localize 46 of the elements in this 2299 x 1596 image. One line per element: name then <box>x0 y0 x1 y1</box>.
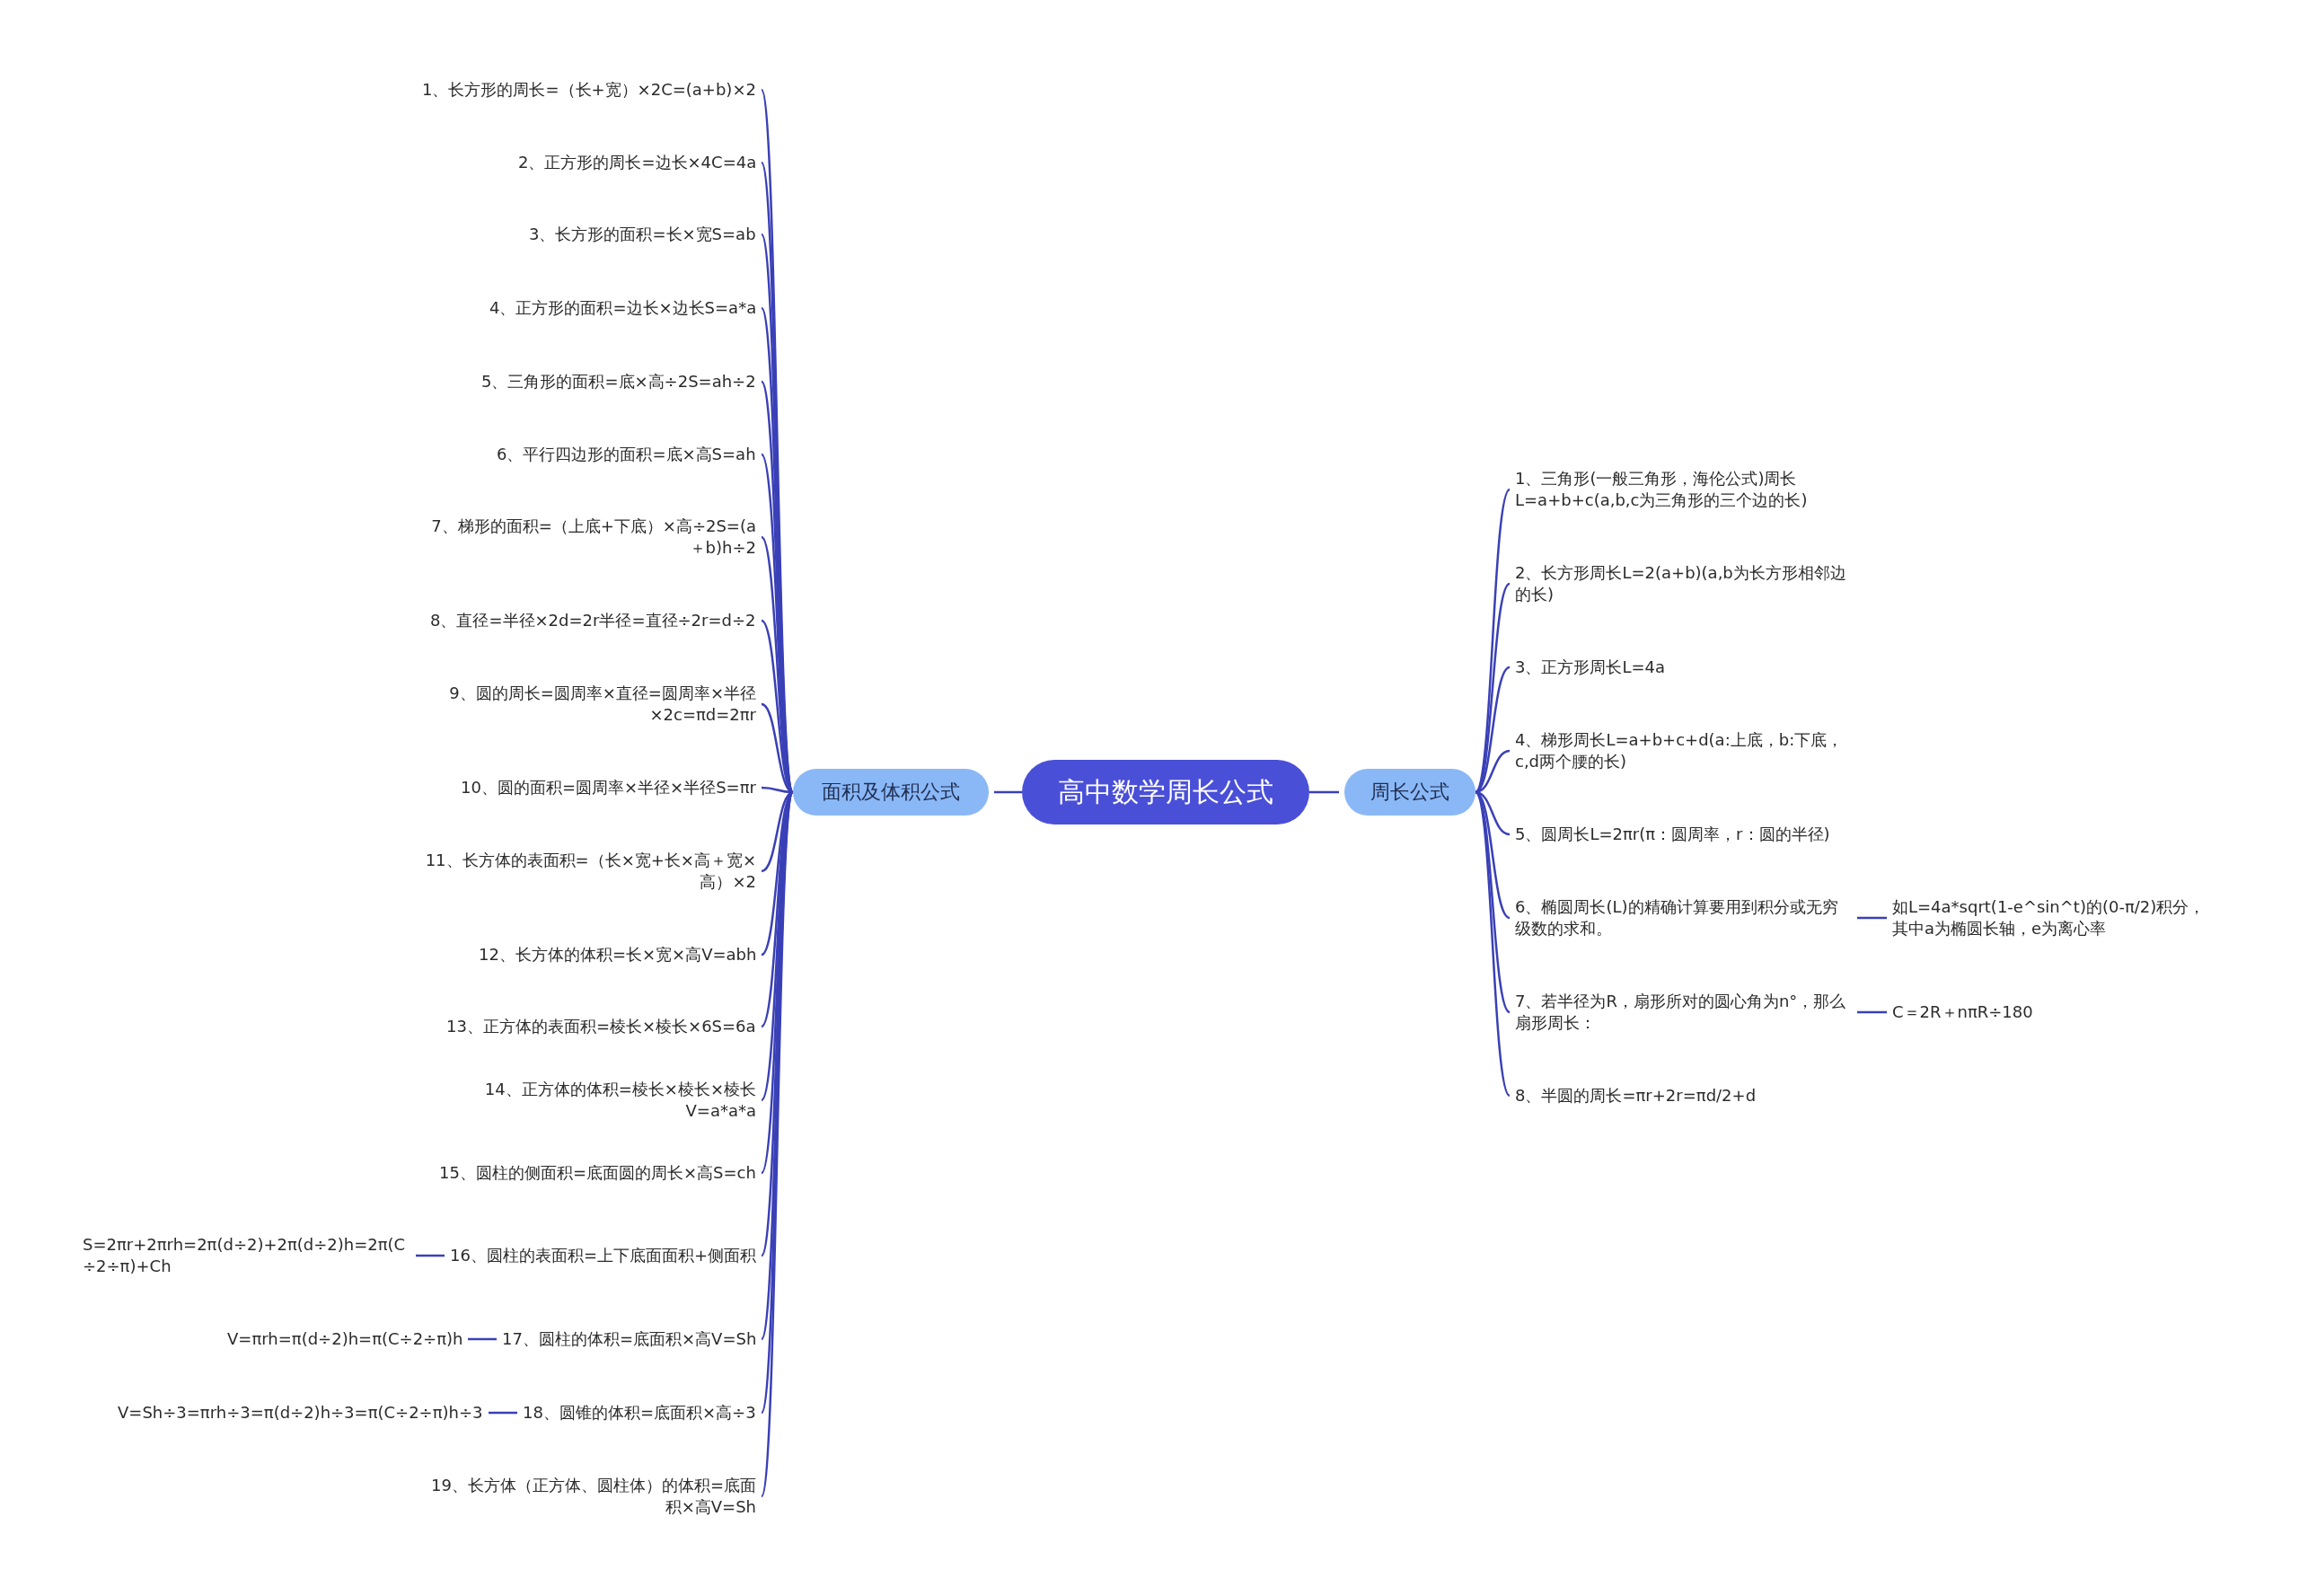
branch-topic: 周长公式 <box>1344 769 1475 816</box>
formula-text: 8、直径=半径×2d=2r半径=直径÷2r=d÷2 <box>430 608 756 633</box>
connector-line <box>489 1411 517 1415</box>
connector-line <box>994 790 1022 794</box>
connector-line <box>468 1337 497 1341</box>
formula-text: 2、长方形周长L=2(a+b)(a,b为长方形相邻边的长) <box>1515 560 1852 607</box>
formula-text: V=πrh=π(d÷2)h=π(C÷2÷π)h <box>227 1327 463 1352</box>
formula-text: 18、圆锥的体积=底面积×高÷3 <box>523 1400 756 1425</box>
connector-line <box>1475 583 1511 793</box>
formula-text: 10、圆的面积=圆周率×半径×半径S=πr <box>461 775 756 800</box>
connector-line <box>1857 916 1887 920</box>
formula-text: 7、梯形的面积=（上底+下底）×高÷2S=(a＋b)h÷2 <box>422 514 756 560</box>
formula-text: 1、长方形的周长=（长+宽）×2C=(a+b)×2 <box>422 77 756 102</box>
connector-line <box>1475 791 1511 1013</box>
formula-text: 如L=4a*sqrt(1-e^sin^t)的(0-π/2)积分，其中a为椭圆长轴，e为离心率 <box>1892 895 2220 941</box>
formula-text: 8、半圆的周长=πr+2r=πd/2+d <box>1515 1083 1757 1108</box>
formula-text: 13、正方体的表面积=棱长×棱长×6S=6a <box>446 1014 756 1039</box>
formula-text: 1、三角形(一般三角形，海伦公式)周长L=a+b+c(a,b,c为三角形的三个边的长) <box>1515 466 1852 513</box>
formula-text: 11、长方体的表面积=（长×宽+长×高＋宽×高）×2 <box>422 848 756 895</box>
formula-text: 3、正方形周长L=4a <box>1515 655 1666 680</box>
connector-line <box>1309 790 1339 794</box>
connector-line <box>1857 1010 1887 1014</box>
formula-text: 4、梯形周长L=a+b+c+d(a:上底，b:下底，c,d两个腰的长) <box>1515 727 1852 774</box>
connector-line <box>416 1254 445 1257</box>
formula-text: V=Sh÷3=πrh÷3=π(d÷2)h÷3=π(C÷2÷π)h÷3 <box>118 1400 483 1425</box>
formula-text: 3、长方形的面积=长×宽S=ab <box>529 222 756 247</box>
formula-text: 6、平行四边形的面积=底×高S=ah <box>497 442 756 467</box>
formula-text: S=2πr+2πrh=2π(d÷2)+2π(d÷2)h=2π(C÷2÷π)+Ch <box>83 1232 410 1279</box>
formula-text: 17、圆柱的体积=底面积×高V=Sh <box>502 1327 757 1352</box>
formula-text: C＝2R＋nπR÷180 <box>1892 1000 2033 1025</box>
formula-text: 14、正方体的体积=棱长×棱长×棱长V=a*a*a <box>422 1077 756 1124</box>
connector-line <box>1474 791 1511 1097</box>
formula-text: 7、若半径为R，扇形所对的圆心角为n°，那么扇形周长： <box>1515 989 1852 1036</box>
formula-text: 4、正方形的面积=边长×边长S=a*a <box>489 295 757 321</box>
formula-text: 9、圆的周长=圆周率×直径=圆周率×半径×2c=πd=2πr <box>422 681 756 727</box>
formula-text: 16、圆柱的表面积=上下底面面积+侧面积 <box>450 1243 757 1268</box>
formula-text: 6、椭圆周长(L)的精确计算要用到积分或无穷级数的求和。 <box>1515 895 1852 941</box>
connector-line <box>1474 489 1511 793</box>
formula-text: 2、正方形的周长=边长×4C=4a <box>518 150 757 175</box>
formula-text: 19、长方体（正方体、圆柱体）的体积=底面积×高V=Sh <box>422 1473 756 1520</box>
formula-text: 15、圆柱的侧面积=底面圆的周长×高S=ch <box>439 1160 756 1186</box>
branch-topic: 面积及体积公式 <box>793 769 989 816</box>
central-topic: 高中数学周长公式 <box>1022 760 1309 824</box>
formula-text: 5、圆周长L=2πr(π：圆周率，r：圆的半径) <box>1515 822 1830 847</box>
formula-text: 5、三角形的面积=底×高÷2S=ah÷2 <box>481 369 756 394</box>
formula-text: 12、长方体的体积=长×宽×高V=abh <box>479 942 757 967</box>
